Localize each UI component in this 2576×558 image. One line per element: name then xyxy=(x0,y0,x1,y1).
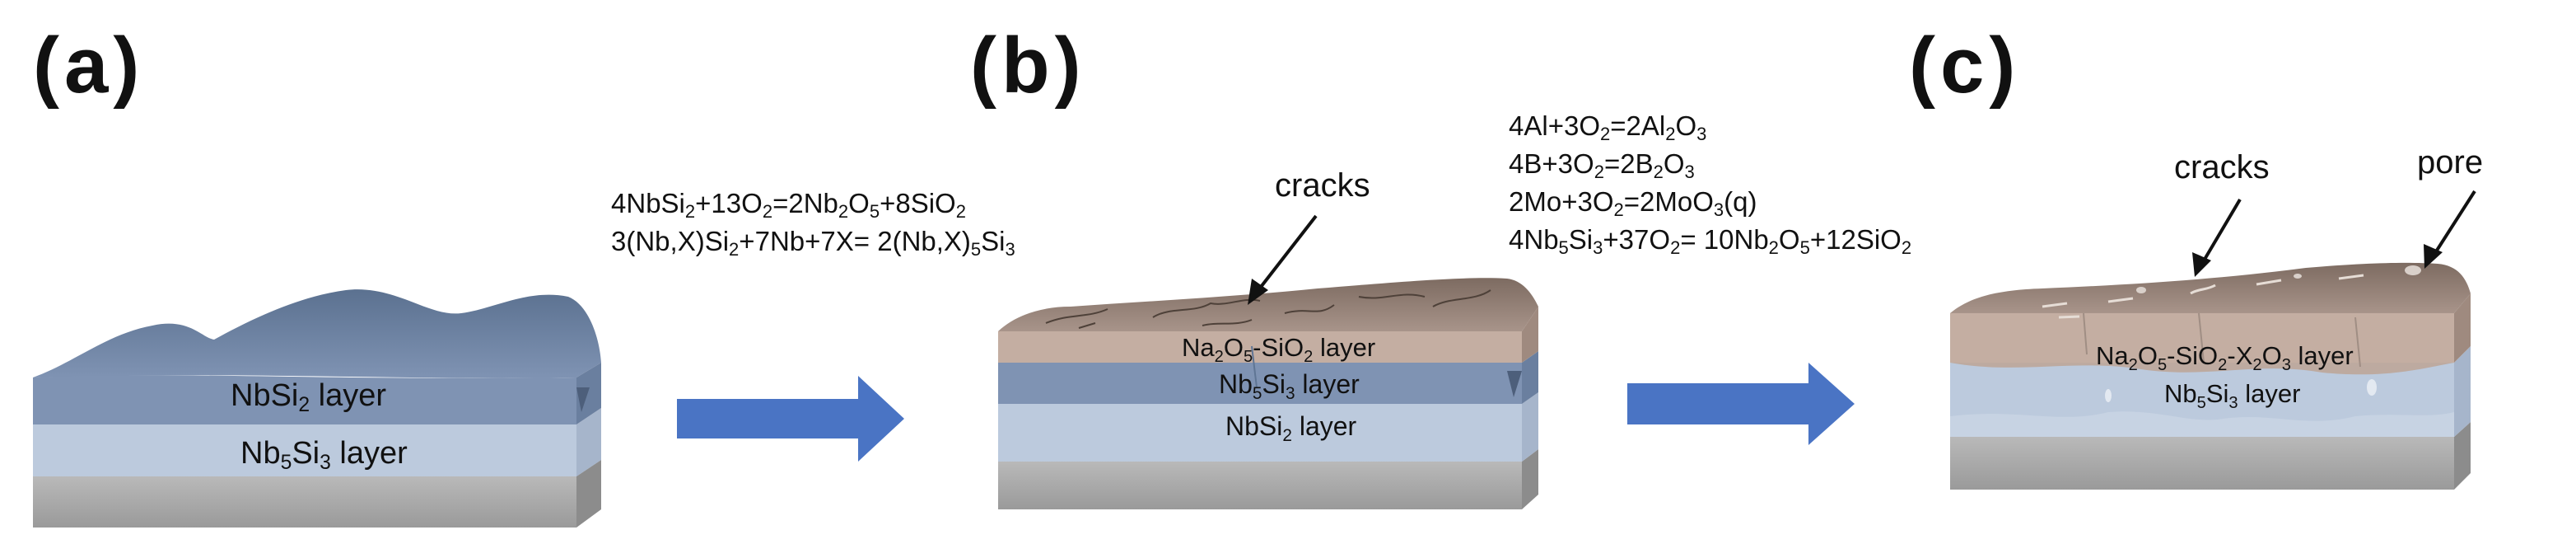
pointer-arrow-head xyxy=(2424,244,2443,269)
substrate-front xyxy=(1950,437,2454,490)
nbsi2-layer-front xyxy=(33,375,576,424)
crack-lines xyxy=(1045,289,1491,329)
panel-b-label: (b) xyxy=(970,21,1086,110)
surface-cracks xyxy=(2042,274,2364,319)
oxide-layer-side xyxy=(2454,293,2471,363)
panel-b-block: Na2O5-SiO2 layer Nb5Si3 layer NbSi2 laye… xyxy=(998,167,1538,509)
pore xyxy=(2136,287,2146,293)
reaction-line: 4Nb5Si3+37O2= 10Nb2O5+12SiO2 xyxy=(1509,224,1912,258)
substrate-front xyxy=(998,462,1522,509)
reactions-a-to-b: 4NbSi2+13O2=2Nb2O5+8SiO2 3(Nb,X)Si2+7Nb+… xyxy=(611,185,1015,260)
pointer-arrow-head xyxy=(2192,252,2211,277)
oxide-layer-side xyxy=(1522,307,1538,363)
layer-label: NbSi2 layer xyxy=(231,378,386,416)
nbsi2-layer-side xyxy=(1522,392,1538,462)
right-arrow-icon xyxy=(677,376,904,462)
nb5si3-layer-front xyxy=(998,363,1522,404)
reaction-line: 4Al+3O2=2Al2O3 xyxy=(1509,110,1707,144)
nb5si3-layer-side xyxy=(2454,346,2471,437)
layer-label: Nb5Si3 layer xyxy=(2164,379,2300,412)
nb5si3-wavy-edge xyxy=(1950,411,2454,437)
oxide-layer-top xyxy=(998,278,1538,331)
pointer-arrow-icon xyxy=(2201,198,2242,264)
substrate-side xyxy=(576,460,601,528)
reaction-line: 4B+3O2=2B2O3 xyxy=(1509,148,1695,182)
substrate-front xyxy=(33,476,576,528)
pore xyxy=(2294,274,2302,279)
callout-cracks: cracks xyxy=(2174,149,2270,185)
crack-notch xyxy=(1507,371,1522,397)
layer-label: Nb5Si3 layer xyxy=(240,436,408,474)
oxide-layer-front xyxy=(998,331,1522,363)
layer-label: Nb5Si3 layer xyxy=(1219,369,1360,403)
reaction-line: 2Mo+3O2=2MoO3(q) xyxy=(1509,186,1757,220)
pointer-arrow-head xyxy=(1248,279,1268,305)
pointer-arrow-icon xyxy=(2432,190,2476,257)
nb5si3-layer-side xyxy=(1522,351,1538,404)
nb5si3-layer-front xyxy=(33,424,576,476)
nbsi2-layer-side xyxy=(576,363,601,424)
crack-lines xyxy=(2083,312,2361,368)
pore xyxy=(2105,389,2112,402)
pore xyxy=(2367,379,2377,396)
panel-c-block: Na2O5-SiO2-X2O3 layer Nb5Si3 layer crack… xyxy=(1950,144,2483,490)
substrate-side xyxy=(1522,449,1538,509)
layer-label: Na2O5-SiO2-X2O3 layer xyxy=(2096,341,2354,374)
layer-label: Na2O5-SiO2 layer xyxy=(1182,333,1375,366)
nb5si3-layer-side xyxy=(576,408,601,476)
pore xyxy=(2405,265,2421,275)
panel-a-block: NbSi2 layer Nb5Si3 layer xyxy=(33,289,601,528)
right-arrow-icon xyxy=(1627,363,1855,445)
reactions-b-to-c: 4Al+3O2=2Al2O3 4B+3O2=2B2O3 2Mo+3O2=2MoO… xyxy=(1509,107,1911,259)
nbsi2-layer-top xyxy=(33,289,601,378)
crack-line xyxy=(1251,345,1258,388)
reaction-line: 4NbSi2+13O2=2Nb2O5+8SiO2 xyxy=(611,188,966,222)
crack-notch xyxy=(576,387,590,412)
panel-c-label: (c) xyxy=(1909,21,2021,110)
layer-label: NbSi2 layer xyxy=(1225,411,1357,445)
callout-cracks: cracks xyxy=(1275,167,1370,204)
reaction-line: 3(Nb,X)Si2+7Nb+7X= 2(Nb,X)5Si3 xyxy=(611,226,1015,260)
oxide-wavy-edge xyxy=(1950,363,2454,375)
pointer-arrow-icon xyxy=(1257,214,1318,292)
panel-a-label: (a) xyxy=(33,21,145,110)
callout-pore: pore xyxy=(2417,144,2483,181)
substrate-side xyxy=(2454,422,2471,490)
nbsi2-layer-front xyxy=(998,404,1522,462)
